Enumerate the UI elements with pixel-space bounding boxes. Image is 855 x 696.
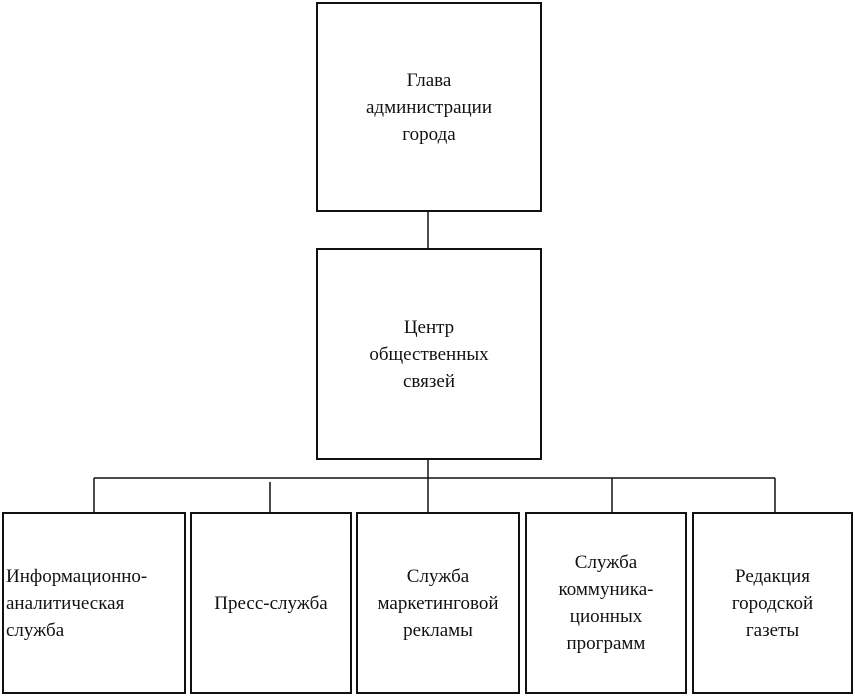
node-city-newspaper: Редакция городской газеты [692,512,853,694]
node-newspaper-label: Редакция городской газеты [731,565,814,641]
node-information-analytics: Информационно- аналитическая служба [2,512,186,694]
node-center-label: Центр общественных связей [369,316,489,392]
node-head-label: Глава администрации города [365,69,493,145]
node-public-relations-center: Центр общественных связей [316,248,542,460]
node-communication-programs: Служба коммуника- ционных программ [525,512,687,694]
node-communication-label: Служба коммуника- ционных программ [558,552,654,654]
node-head-of-administration: Глава администрации города [316,2,542,212]
node-press-label: Пресс-служба [214,592,328,614]
node-info-label: Информационно- аналитическая служба [6,565,148,641]
node-press-service: Пресс-служба [190,512,352,694]
node-marketing-label: Служба маркетинговой рекламы [377,565,499,641]
node-marketing-advertising: Служба маркетинговой рекламы [356,512,520,694]
